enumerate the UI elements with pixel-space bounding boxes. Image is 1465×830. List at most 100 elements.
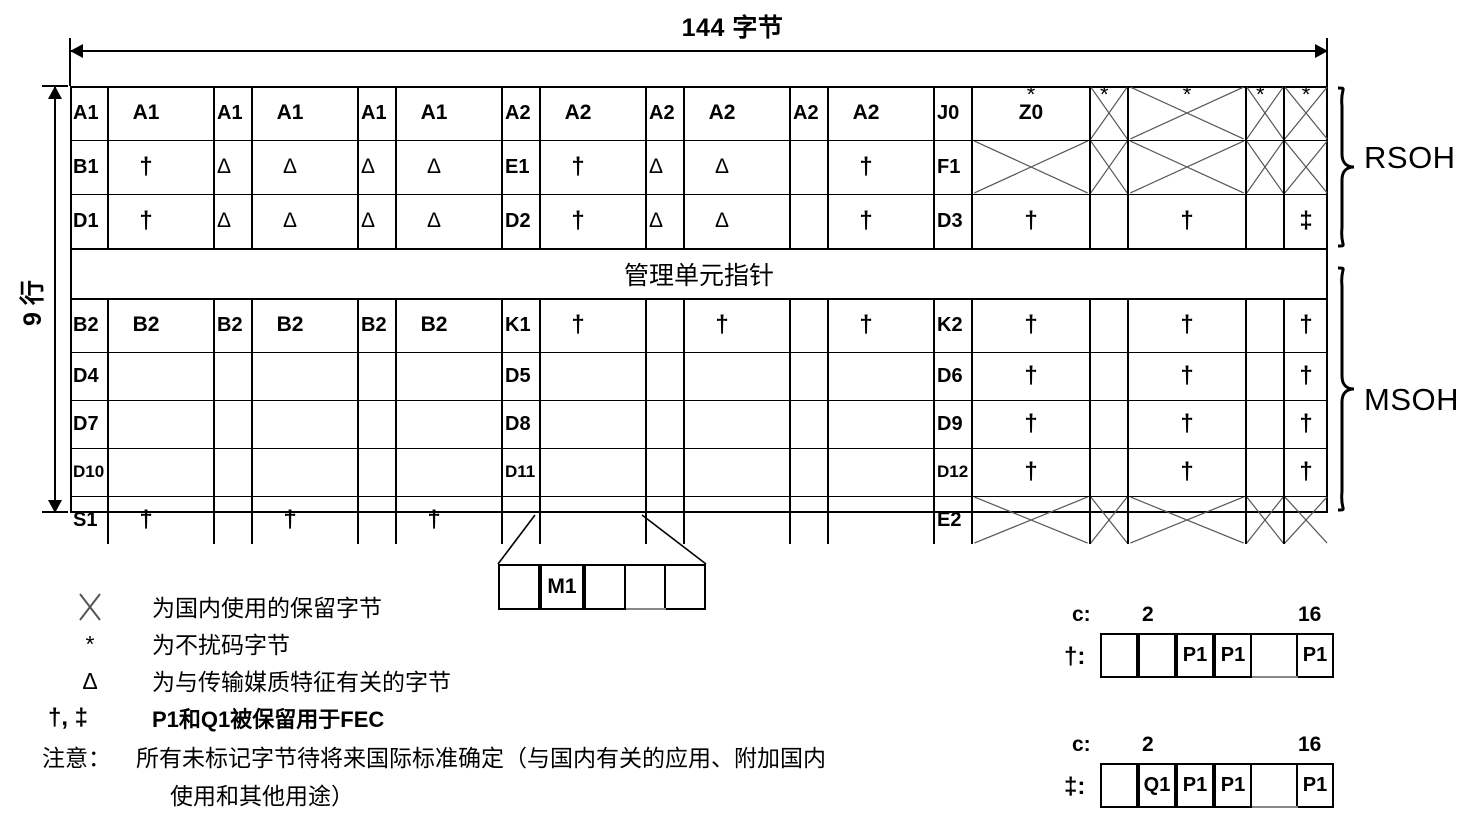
cell-label: Δ [649, 155, 664, 178]
reserved-x-icon [42, 590, 138, 624]
grid-vline [789, 86, 791, 248]
frame-cell: A1 [70, 86, 108, 140]
dagger-symbol: †: [1064, 643, 1086, 670]
frame-cell: * [1246, 84, 1284, 140]
cell-label: A2 [505, 101, 531, 124]
frame-cell: † [828, 194, 904, 248]
cell-label: D9 [937, 412, 963, 435]
cell-label: † [1180, 311, 1194, 338]
frame-cell: D10 [70, 448, 108, 496]
cell-label: A2 [649, 101, 675, 124]
frame-cell: * [1284, 84, 1328, 140]
grid-vline [107, 86, 109, 248]
grid-vline [501, 298, 503, 544]
grid-hline [70, 248, 1328, 250]
m1-cell-label: M1 [547, 575, 577, 598]
cell-label: D12 [937, 462, 969, 481]
frame-cell: Δ [646, 194, 684, 248]
column-label: c: [1072, 603, 1091, 626]
frame-cell: † [684, 298, 760, 352]
frame-cell [1284, 496, 1328, 544]
frame-cell: B2 [70, 298, 108, 352]
frame-cell: Δ [214, 194, 252, 248]
frame-cell [790, 140, 828, 194]
width-tick-left [69, 38, 71, 86]
frame-cell [1090, 140, 1128, 194]
m1-leader-lines [497, 514, 707, 565]
reserved-x-icon [1090, 140, 1128, 194]
cell-label: † [859, 153, 873, 180]
note-line-1: 所有未标记字节待将来国际标准确定（与国内有关的应用、附加国内 [136, 746, 826, 771]
frame-cell: A2 [540, 86, 616, 140]
frame-cell [214, 448, 252, 496]
grid-vline [357, 86, 359, 248]
cell-label: † [715, 311, 729, 338]
cell-label: D7 [73, 412, 99, 435]
cell-label: D3 [937, 209, 963, 232]
legend-note: 注意： 所有未标记字节待将来国际标准确定（与国内有关的应用、附加国内 使用和其他… [42, 740, 1002, 816]
frame-cell: † [972, 298, 1090, 352]
frame-cell [1284, 140, 1328, 194]
cell-label: † [1299, 410, 1313, 437]
frame-cell: † [1284, 352, 1328, 400]
frame-cell: A2 [790, 86, 828, 140]
cell-label: Δ [426, 209, 442, 232]
detail-gap-top [1252, 763, 1298, 765]
frame-cell: A1 [108, 86, 184, 140]
legend-item: 为国内使用的保留字节 [42, 590, 1002, 627]
frame-cell: * [1128, 84, 1246, 140]
frame-cell: † [396, 496, 472, 544]
frame-cell [790, 352, 828, 400]
frame-cell: B2 [358, 298, 396, 352]
frame-cell [1090, 448, 1128, 496]
note-line-2: 使用和其他用途） [170, 784, 354, 809]
legend-item: Δ 为与传输媒质特征有关的字节 [42, 664, 1002, 701]
grid-vline [1127, 298, 1129, 544]
cell-label: † [1024, 362, 1038, 389]
frame-cell [972, 140, 1090, 194]
grid-vline [1089, 298, 1091, 544]
frame-cell: K1 [502, 298, 540, 352]
detail-cell [1138, 763, 1176, 808]
frame-cell: † [828, 298, 904, 352]
frame-cell [396, 448, 472, 496]
frame-cell [108, 352, 184, 400]
frame-cell [358, 448, 396, 496]
grid-vline [971, 298, 973, 544]
detail-cell-label: Q1 [1143, 774, 1171, 796]
reserved-x-icon [1128, 140, 1246, 194]
frame-cell: † [1128, 298, 1246, 352]
start-column-number: 2 [1142, 733, 1154, 756]
frame-cell: D1 [70, 194, 108, 248]
frame-height-arrow [48, 86, 62, 513]
cell-label: K2 [937, 313, 963, 336]
legend-item-text: 为不扰码字节 [152, 633, 290, 658]
legend-item: †, ‡ P1和Q1被保留用于FEC [42, 701, 1002, 738]
grid-vline [213, 86, 215, 248]
cell-label: B2 [73, 313, 99, 336]
grid-vline [1283, 86, 1285, 248]
asterisk-icon: * [1100, 82, 1109, 107]
cell-label: S1 [73, 508, 98, 531]
grid-vline [1089, 86, 1091, 248]
frame-cell [358, 352, 396, 400]
cell-label: D2 [505, 209, 531, 232]
cell-label: † [427, 506, 441, 533]
grid-hline [70, 448, 1328, 449]
frame-cell [684, 352, 760, 400]
frame-cell: † [540, 140, 616, 194]
frame-cell: * [1090, 82, 1128, 140]
cell-label: † [1024, 207, 1038, 234]
frame-cell: D4 [70, 352, 108, 400]
cell-label: † [139, 207, 153, 234]
detail-cell [1100, 633, 1138, 678]
grid-vline [251, 86, 253, 248]
frame-cell [540, 400, 616, 448]
frame-cell: Δ [396, 140, 472, 194]
asterisk-icon: * [85, 631, 95, 657]
frame-cell: Z0* [972, 84, 1090, 140]
frame-cell [790, 400, 828, 448]
reserved-x-icon [1246, 496, 1284, 544]
frame-cell [108, 448, 184, 496]
cell-label: † [571, 153, 585, 180]
